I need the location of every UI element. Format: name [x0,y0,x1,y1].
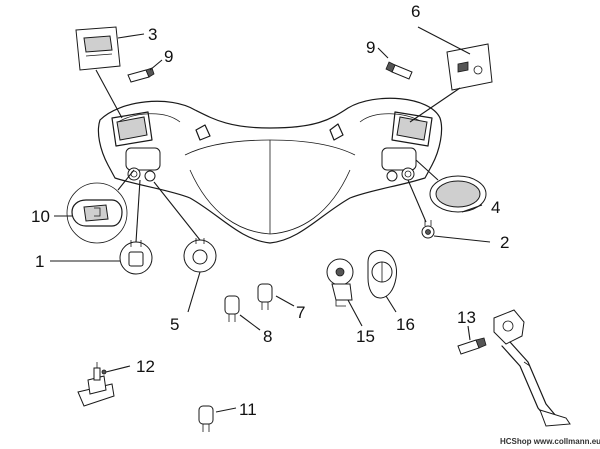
part-9-bulb-right [377,47,413,80]
part-10-left-switch [54,169,135,244]
part-3-left-switch-panel [75,26,145,119]
callout-4: 4 [491,198,500,217]
part-16-ignition-cover [367,249,397,313]
part-4-oval-cover [415,159,487,213]
callout-10: 10 [31,207,50,226]
handlebar-cover [97,97,443,244]
part-2-knob [407,179,491,243]
part-9-bulb-left [127,59,163,83]
part-8-bulb [224,295,261,331]
callout-16: 16 [396,315,415,334]
part-13-bolt [457,325,487,355]
callout-11: 11 [239,400,257,419]
callout-labels: 3 9 6 9 10 4 1 2 5 7 8 15 16 13 12 11 [31,2,509,419]
callout-15: 15 [356,327,375,346]
part-12-bracket [77,362,131,407]
callout-8: 8 [263,327,272,346]
part-6-right-switch-panel [409,26,493,123]
callout-2: 2 [500,233,509,252]
watermark: HCShop www.collmann.eu [500,437,600,446]
part-5-button [153,181,217,313]
part-15-ignition-switch [326,258,363,327]
part-1-button [50,179,153,275]
callout-1: 1 [35,252,44,271]
part-7-bulb [257,283,295,310]
callout-9-right: 9 [366,38,375,57]
part-11-bulb [198,405,237,432]
callout-13: 13 [457,308,476,327]
callout-9-left: 9 [164,47,173,66]
callout-3: 3 [148,25,157,44]
callout-5: 5 [170,315,179,334]
side-stand [493,309,571,427]
callout-6: 6 [411,2,420,21]
callout-12: 12 [136,357,155,376]
callout-7: 7 [296,303,305,322]
